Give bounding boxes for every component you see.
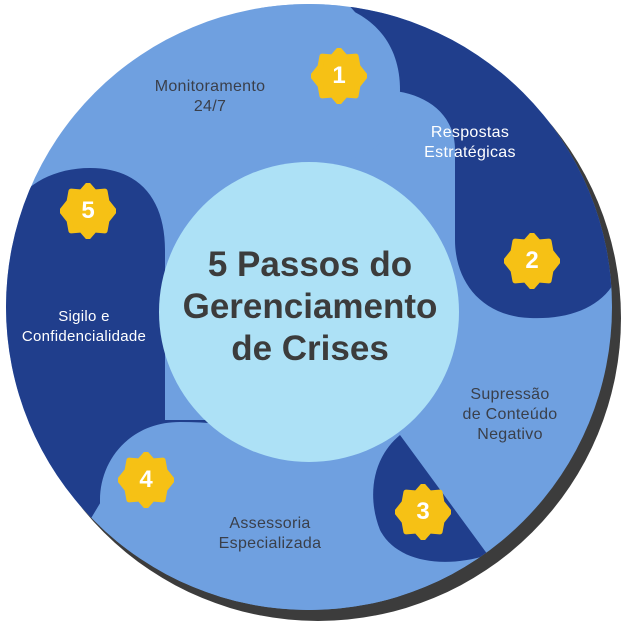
label-line: de Conteúdo (462, 406, 558, 423)
diagram-title: 5 Passos do Gerenciamento de Crises (160, 244, 460, 370)
label-line: Especializada (218, 535, 322, 552)
step-label-2: Respostas Estratégicas (390, 123, 550, 163)
step-label-3: Supressão de Conteúdo Negativo (430, 385, 590, 445)
label-line: Respostas (430, 124, 510, 141)
label-line: Assessoria (229, 515, 311, 532)
label-line: Negativo (477, 426, 543, 443)
step-number-3: 3 (416, 498, 430, 525)
step-number-2: 2 (525, 247, 539, 274)
step-number-5: 5 (81, 197, 95, 224)
title-line: Gerenciamento (182, 287, 438, 326)
title-line: de Crises (231, 329, 389, 368)
center-circle (159, 162, 459, 462)
step-label-1: Monitoramento 24/7 (120, 77, 300, 117)
label-line: Sigilo e (58, 308, 110, 325)
label-line: Confidencialidade (21, 328, 147, 345)
step-label-5: Sigilo e Confidencialidade (4, 307, 164, 347)
label-line: Monitoramento (154, 78, 266, 95)
label-line: Supressão (470, 386, 550, 403)
label-line: 24/7 (193, 98, 227, 115)
step-number-1: 1 (332, 62, 346, 89)
step-number-4: 4 (139, 466, 153, 493)
step-label-4: Assessoria Especializada (190, 514, 350, 554)
label-line: Estratégicas (424, 144, 516, 161)
title-line: 5 Passos do (207, 245, 413, 284)
